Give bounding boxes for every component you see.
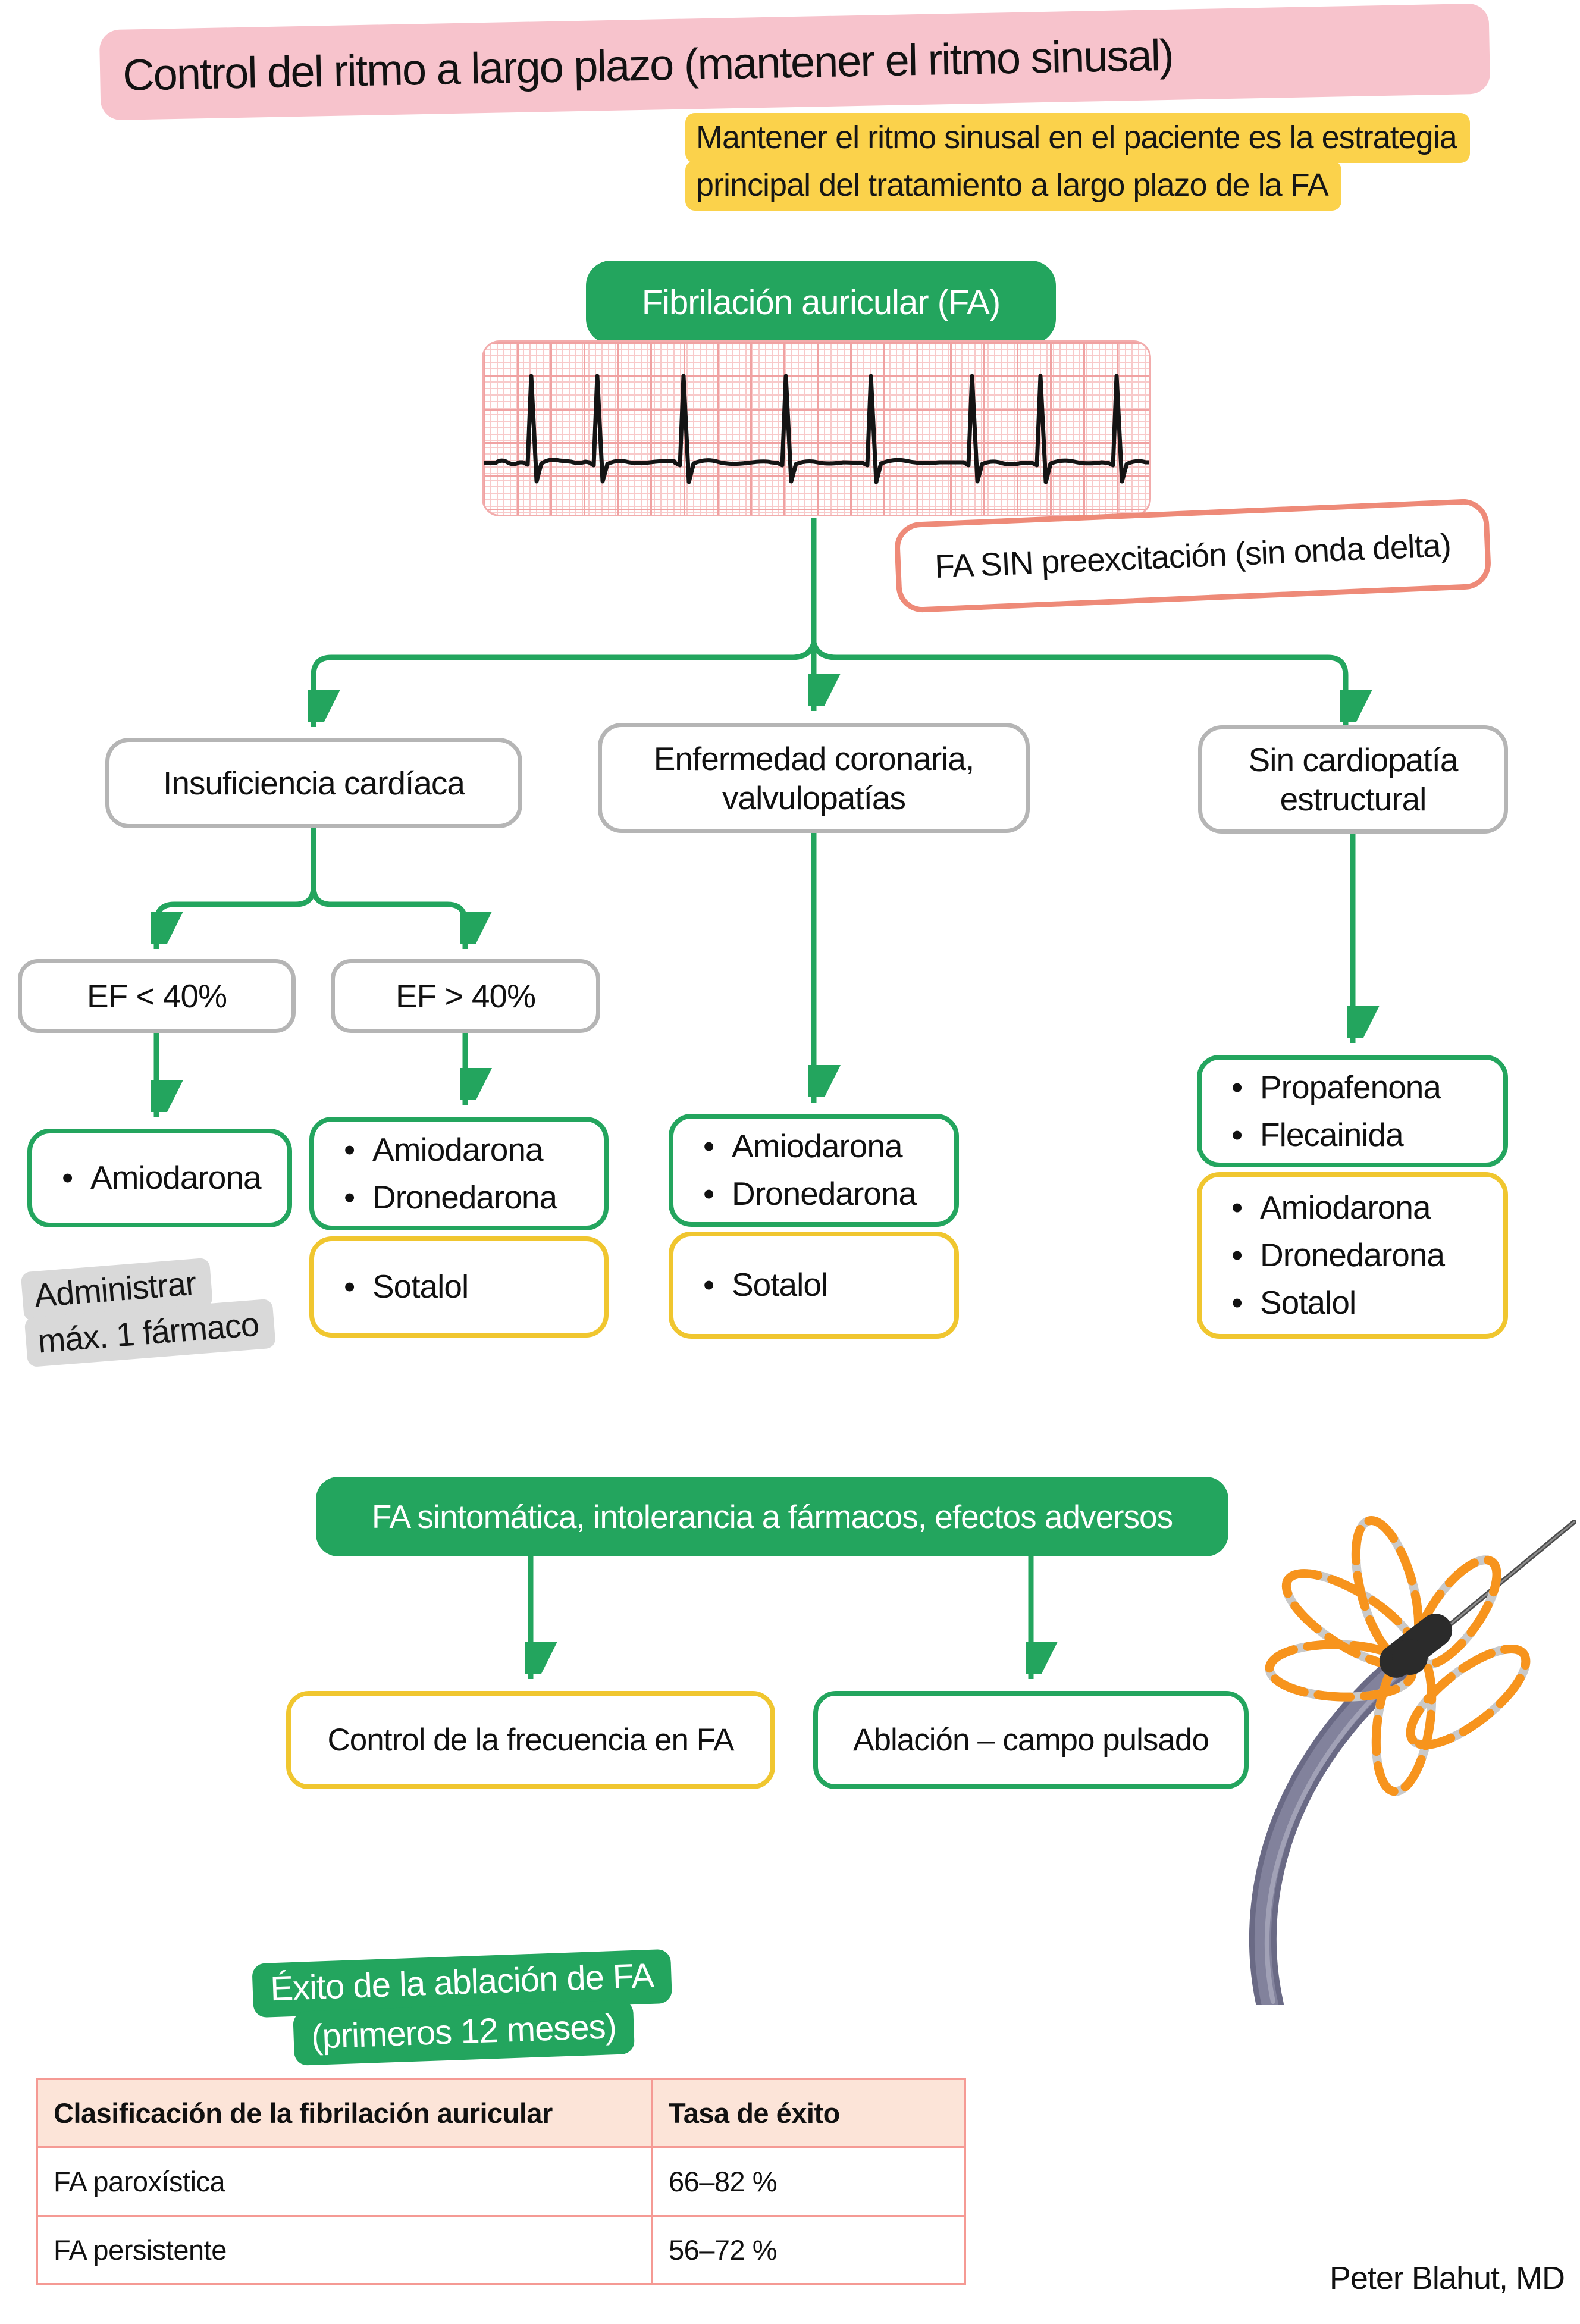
drug-item: Propafenona	[1231, 1064, 1441, 1111]
drugs-coronary-yellow: Sotalol	[669, 1232, 959, 1339]
drug-item: Amiodarona	[1231, 1184, 1444, 1232]
drug-label: Dronedarona	[372, 1178, 557, 1216]
drug-item: Sotalol	[703, 1261, 828, 1309]
drug-item: Dronedarona	[344, 1174, 557, 1221]
branch-heart-failure-label: Insuficiencia cardíaca	[163, 765, 465, 801]
drug-item: Sotalol	[1231, 1279, 1444, 1327]
table-row: FA persistente 56–72 %	[36, 2215, 966, 2285]
drug-item: Amiodarona	[344, 1126, 557, 1174]
drugs-no-structural-green: Propafenona Flecainida	[1197, 1055, 1508, 1167]
drug-label: Sotalol	[372, 1268, 469, 1305]
connector-root-to-heart-failure	[314, 641, 817, 727]
drug-label: Amiodarona	[90, 1159, 262, 1197]
drug-label: Amiodarona	[732, 1127, 903, 1165]
banner-symptomatic-fa: FA sintomática, intolerancia a fármacos,…	[316, 1477, 1228, 1556]
outcome-ablation: Ablación – campo pulsado	[813, 1691, 1249, 1789]
node-ef-under-40-label: EF < 40%	[86, 978, 227, 1014]
banner-label: FA sintomática, intolerancia a fármacos,…	[371, 1498, 1173, 1535]
callout-no-preexcitation-label: FA SIN preexcitación (sin onda delta)	[934, 526, 1452, 585]
author-signature: Peter Blahut, MD	[1237, 2260, 1565, 2297]
intro-note-line2: principal del tratamiento a largo plazo …	[685, 161, 1341, 211]
drug-label: Sotalol	[1260, 1283, 1356, 1321]
cell-fa-persistente: FA persistente	[36, 2215, 653, 2285]
drug-label: Dronedarona	[1260, 1236, 1445, 1274]
branch-coronary-line1: Enfermedad coronaria,	[653, 740, 974, 777]
page-title-band: Control del ritmo a largo plazo (mantene…	[99, 3, 1491, 121]
drug-item: Amiodarona	[703, 1123, 916, 1170]
node-atrial-fibrillation: Fibrilación auricular (FA)	[586, 261, 1056, 344]
drug-item: Sotalol	[344, 1263, 469, 1311]
drug-label: Sotalol	[732, 1266, 828, 1304]
drug-label: Amiodarona	[1260, 1189, 1431, 1226]
branch-no-structural-disease: Sin cardiopatía estructural	[1198, 725, 1508, 834]
outcome-rate-control: Control de la frecuencia en FA	[286, 1691, 775, 1789]
connector-hf-to-ef-low	[156, 828, 316, 949]
drug-label: Dronedarona	[732, 1175, 917, 1212]
connector-root-to-no-structural	[811, 641, 1346, 727]
intro-note-line1: Mantener el ritmo sinusal en el paciente…	[685, 113, 1470, 163]
drug-item: Flecainida	[1231, 1111, 1441, 1159]
node-ef-over-40: EF > 40%	[331, 959, 600, 1033]
node-atrial-fibrillation-label: Fibrilación auricular (FA)	[641, 283, 1001, 322]
table-header-row: Clasificación de la fibrilación auricula…	[36, 2078, 966, 2148]
branch-no-structural-line1: Sin cardiopatía	[1248, 741, 1459, 778]
cell-fa-persistente-rate: 56–72 %	[651, 2215, 966, 2285]
drugs-hf-low-ef: Amiodarona	[27, 1129, 292, 1227]
note-max-one-drug: Administrar máx. 1 fármaco	[20, 1253, 276, 1368]
branch-coronary-line2: valvulopatías	[722, 779, 906, 816]
drugs-hf-high-ef-green: Amiodarona Dronedarona	[309, 1117, 609, 1230]
author-signature-label: Peter Blahut, MD	[1329, 2260, 1565, 2296]
intro-note: Mantener el ritmo sinusal en el paciente…	[685, 113, 1578, 211]
ecg-strip	[482, 340, 1151, 516]
branch-no-structural-line2: estructural	[1280, 781, 1427, 818]
cell-fa-paroxistica-rate: 66–82 %	[651, 2146, 966, 2217]
ablation-success-table: Clasificación de la fibrilación auricula…	[36, 2078, 966, 2285]
cell-fa-paroxistica: FA paroxística	[36, 2146, 653, 2217]
node-ef-under-40: EF < 40%	[18, 959, 296, 1033]
drug-label: Flecainida	[1260, 1116, 1404, 1153]
connector-hf-to-ef-high	[311, 828, 465, 949]
page-title: Control del ritmo a largo plazo (mantene…	[122, 30, 1174, 100]
ablation-success-title-line2: (primeros 12 meses)	[292, 2000, 635, 2066]
table-row: FA paroxística 66–82 %	[36, 2146, 966, 2217]
outcome-rate-control-label: Control de la frecuencia en FA	[327, 1722, 735, 1758]
node-ef-over-40-label: EF > 40%	[395, 978, 536, 1014]
drug-item: Dronedarona	[1231, 1232, 1445, 1279]
drug-item: Dronedarona	[703, 1170, 917, 1218]
branch-coronary-disease: Enfermedad coronaria, valvulopatías	[598, 723, 1030, 833]
outcome-ablation-label: Ablación – campo pulsado	[853, 1722, 1209, 1758]
branch-heart-failure: Insuficiencia cardíaca	[105, 738, 522, 828]
ablation-success-title: Éxito de la ablación de FA (primeros 12 …	[205, 1947, 720, 2066]
ablation-catheter-illustration	[1249, 1516, 1576, 2005]
table-header-success-rate: Tasa de éxito	[651, 2078, 966, 2148]
drugs-coronary-green: Amiodarona Dronedarona	[669, 1114, 959, 1227]
drugs-no-structural-yellow: Amiodarona Dronedarona Sotalol	[1197, 1172, 1508, 1339]
drug-label: Amiodarona	[372, 1130, 544, 1168]
ecg-trace	[484, 374, 1149, 484]
drug-label: Propafenona	[1260, 1068, 1441, 1105]
table-header-classification: Clasificación de la fibrilación auricula…	[36, 2078, 653, 2148]
drug-item: Amiodarona	[62, 1154, 262, 1202]
drugs-hf-high-ef-yellow: Sotalol	[309, 1236, 609, 1338]
